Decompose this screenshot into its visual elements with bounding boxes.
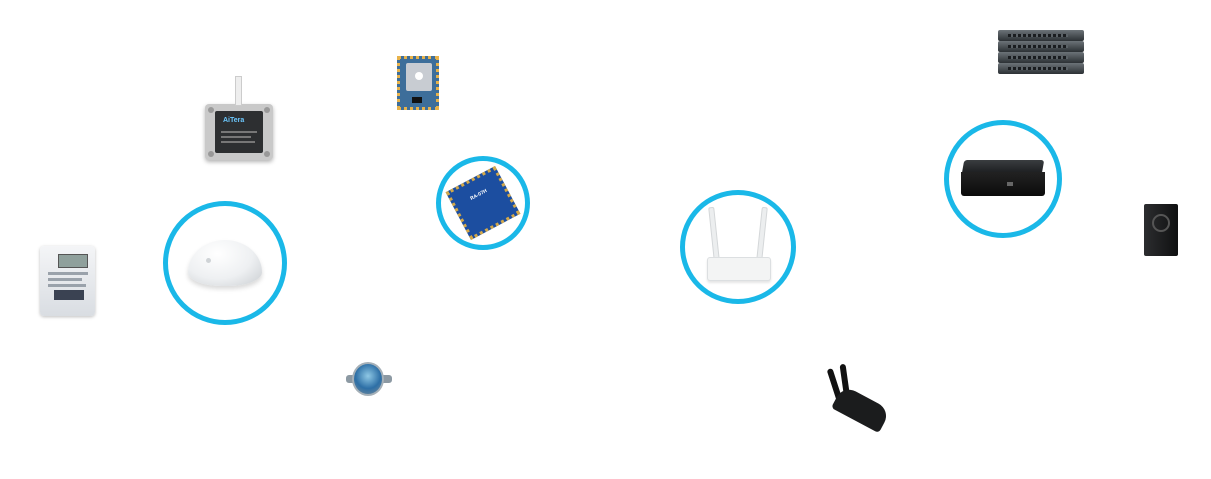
rf-module-icon [397, 56, 439, 110]
smoke-detector-icon [188, 240, 262, 286]
smoke-detector-highlight [163, 201, 287, 325]
lora-module-highlight: RA-07H [436, 156, 530, 250]
mini-pc-icon [961, 160, 1045, 198]
lora-module-label: RA-07H [469, 188, 489, 202]
antenna-router-icon [822, 363, 892, 434]
tower-pc-icon [1144, 204, 1178, 256]
wifi-router-icon [703, 206, 773, 287]
water-meter-icon [346, 362, 392, 396]
wifi-router-highlight [680, 190, 796, 304]
mini-pc-highlight [944, 120, 1062, 238]
lora-module-icon: RA-07H [445, 166, 521, 240]
sensor-box-icon: AiTera [205, 76, 273, 160]
electricity-meter-icon [40, 246, 95, 316]
rack-servers-icon [998, 30, 1084, 74]
sensor-box-label: AiTera [223, 117, 245, 124]
